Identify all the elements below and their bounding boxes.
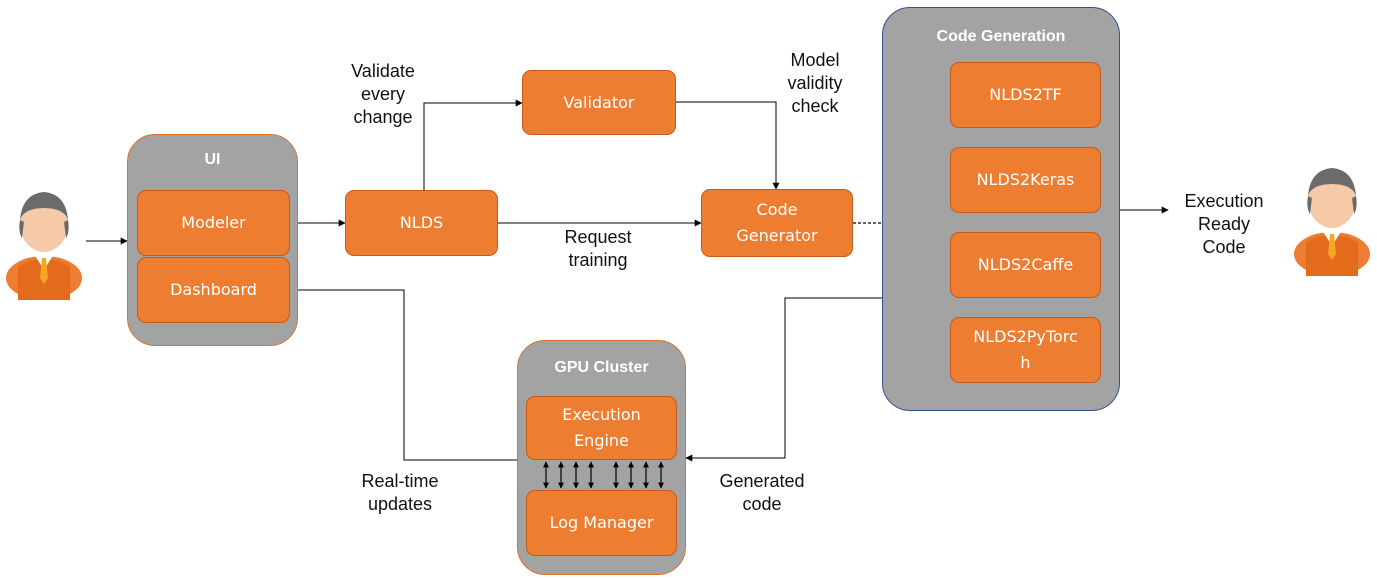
nlds2tf-box: NLDS2TF	[950, 62, 1101, 128]
arrow-gpu-to-dashboard	[289, 286, 518, 461]
nlds2caffe-box: NLDS2Caffe	[950, 232, 1101, 298]
code-generation-title: Code Generation	[936, 28, 1066, 45]
validator-box: Validator	[522, 70, 676, 135]
arrow-nlds-to-validator	[423, 99, 523, 190]
code-generator-box: Code Generator	[701, 189, 853, 257]
execution-ready-code-label: Execution Ready Code	[1184, 191, 1264, 257]
real-time-updates-label: Real-time updates	[361, 471, 439, 514]
dashboard-box: Dashboard	[137, 257, 290, 323]
gpu-cluster-title: GPU Cluster	[554, 359, 649, 376]
nlds2pytorch-box: NLDS2PyTorc h	[950, 317, 1101, 383]
log-manager-box: Log Manager	[526, 490, 677, 556]
arrow-validator-to-code-generator	[676, 101, 780, 190]
ui-container-title: UI	[204, 151, 221, 168]
modeler-box: Modeler	[137, 190, 290, 256]
arrow-codegen-to-execution-engine	[685, 297, 884, 462]
user-icon-right	[1294, 168, 1370, 276]
model-validity-check-label: Model validity check	[787, 50, 843, 116]
request-training-label: Request training	[564, 227, 632, 270]
validate-every-change-label: Validate every change	[351, 61, 415, 127]
execution-engine-box: Execution Engine	[526, 396, 677, 460]
nlds-box: NLDS	[345, 190, 498, 256]
generated-code-label: Generated code	[719, 471, 805, 514]
nlds2keras-box: NLDS2Keras	[950, 147, 1101, 213]
user-icon-left	[6, 192, 82, 300]
